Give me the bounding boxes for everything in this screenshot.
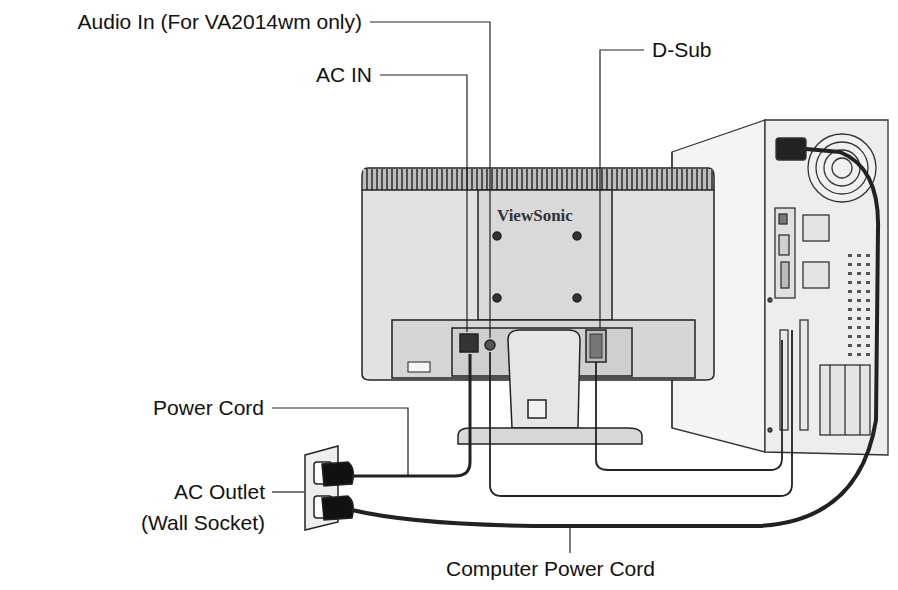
monitor-stand (458, 330, 642, 444)
outlet-label: AC Outlet (Wall Socket) (127, 476, 265, 538)
port-label: D-Sub (652, 38, 712, 62)
port-label: Audio In (For VA2014wm only) (78, 10, 362, 34)
brand-logo: ViewSonic (497, 204, 573, 228)
leader-lines (272, 22, 644, 553)
cable-label: Power Cord (153, 396, 264, 420)
port-label: AC IN (316, 63, 372, 87)
cable-label: Computer Power Cord (446, 557, 655, 581)
cables (352, 149, 878, 526)
wall-outlet (305, 446, 353, 530)
